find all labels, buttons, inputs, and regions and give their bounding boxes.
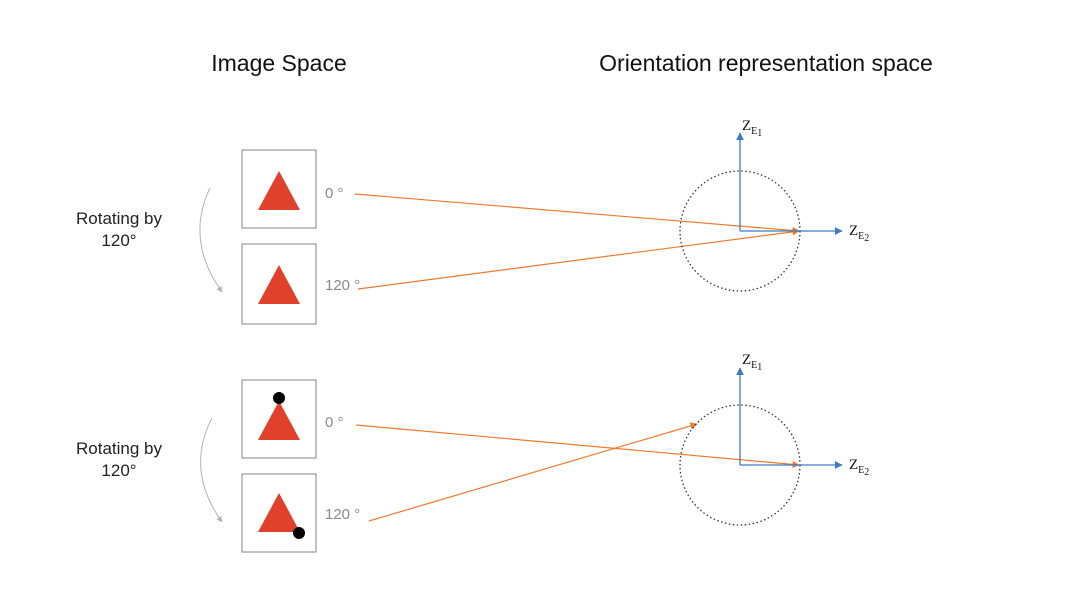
horizontal-axis-label-subsub: 2 <box>864 233 869 244</box>
rotation-arrow <box>200 417 223 523</box>
triangle-bottom <box>258 265 300 304</box>
horizontal-axis-label-main: Z <box>849 223 858 239</box>
marker-dot-bottom <box>293 527 305 539</box>
horizontal-axis-label-sub: E <box>858 465 864 476</box>
horizontal-axis-label: ZE2 <box>849 223 869 244</box>
rotation-label-line2: 120° <box>101 461 136 480</box>
orientation-space-title: Orientation representation space <box>599 50 933 76</box>
mapping-arrow-top <box>354 193 800 235</box>
rotation-label-line1: Rotating by <box>76 439 162 458</box>
mapping-arrow-bottom <box>368 422 698 522</box>
angle-label-top: 0 ° <box>325 185 344 202</box>
rotation-arrow <box>199 187 223 293</box>
vertical-axis-label-sub: E <box>751 360 757 371</box>
angle-label-bottom: 120 ° <box>325 506 360 523</box>
rotation-label-line2: 120° <box>101 231 136 250</box>
triangle-top <box>258 171 300 210</box>
angle-label-top: 0 ° <box>325 414 344 431</box>
vertical-axis-label-main: Z <box>742 118 751 134</box>
triangle-bottom <box>258 493 300 532</box>
horizontal-axis-label-subsub: 2 <box>864 467 869 478</box>
vertical-axis-label-sub: E <box>751 126 757 137</box>
horizontal-axis-label-main: Z <box>849 457 858 473</box>
horizontal-axis-label-sub: E <box>858 231 864 242</box>
mapping-arrow-bottom <box>357 228 800 290</box>
rotation-label-line1: Rotating by <box>76 209 162 228</box>
vertical-axis-label-subsub: 1 <box>757 362 762 373</box>
image-space-title: Image Space <box>211 50 347 76</box>
triangle-top <box>258 401 300 440</box>
vertical-axis-label-subsub: 1 <box>757 128 762 139</box>
angle-label-bottom: 120 ° <box>325 277 360 294</box>
marker-dot-top <box>273 392 285 404</box>
vertical-axis-label: ZE1 <box>742 352 762 373</box>
row-1: Rotating by 120° 0 ° 120 ° ZE1 ZE2 <box>76 118 869 325</box>
mapping-arrow-top <box>355 424 800 469</box>
horizontal-axis-label: ZE2 <box>849 457 869 478</box>
vertical-axis-label: ZE1 <box>742 118 762 139</box>
vertical-axis-label-main: Z <box>742 352 751 368</box>
row-2: Rotating by 120° 0 ° 120 ° ZE1 ZE2 <box>76 352 869 553</box>
